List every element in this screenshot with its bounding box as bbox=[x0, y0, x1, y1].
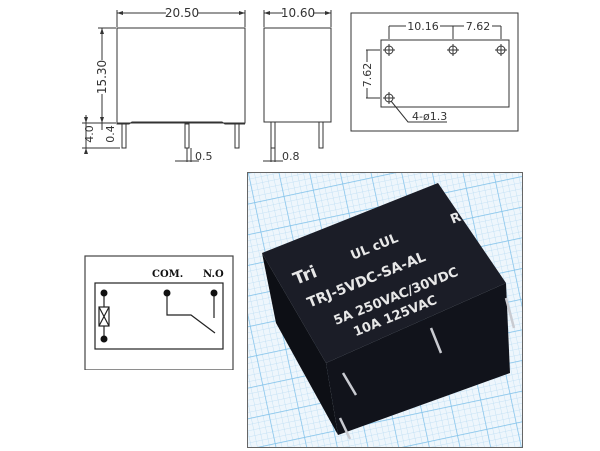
front-view-drawing: 20.50 15.30 4.0 0.4 0.5 bbox=[82, 6, 246, 163]
side-view-drawing: 10.60 0.8 bbox=[263, 6, 332, 163]
relay-body-outline bbox=[116, 27, 246, 124]
coil-terminal-top bbox=[100, 289, 108, 297]
pcb-footprint-outline bbox=[380, 39, 510, 108]
schematic-frame bbox=[84, 255, 234, 370]
dim-height-15-30: 15.30 bbox=[95, 60, 109, 94]
relay-outline bbox=[94, 282, 224, 350]
pcb-hole bbox=[383, 92, 395, 104]
pcb-frame bbox=[350, 12, 519, 132]
relay-front-face bbox=[326, 283, 510, 435]
relay-photo: Tri UL cUL R TRJ-5VDC-SA-AL 5A 250VAC/30… bbox=[247, 172, 523, 448]
side-body-outline bbox=[263, 27, 332, 123]
dim-vertical-7-62: 7.62 bbox=[361, 63, 374, 88]
pcb-hole bbox=[495, 44, 507, 56]
coil-terminal-bottom bbox=[100, 335, 108, 343]
com-label: COM. bbox=[152, 269, 183, 280]
dim-pin-thickness-0-8: 0.8 bbox=[282, 150, 300, 163]
dim-spacing-7-62: 7.62 bbox=[466, 20, 491, 33]
dim-pin-length-4-0: 4.0 bbox=[83, 125, 96, 143]
relay-pins bbox=[338, 297, 516, 440]
dim-width-20-50: 20.50 bbox=[165, 6, 199, 20]
no-terminal bbox=[210, 289, 218, 297]
wiring-schematic: COM. N.O bbox=[84, 255, 234, 370]
no-label: N.O bbox=[203, 269, 224, 280]
com-terminal bbox=[163, 289, 171, 297]
pcb-layout-drawing: 10.16 7.62 7.62 4-ø1.3 bbox=[350, 12, 519, 132]
dim-spacing-10-16: 10.16 bbox=[407, 20, 439, 33]
dim-standoff-0-4: 0.4 bbox=[104, 125, 117, 143]
dim-depth-10-60: 10.60 bbox=[281, 6, 315, 20]
relay-photo-illustration: Tri UL cUL R TRJ-5VDC-SA-AL 5A 250VAC/30… bbox=[248, 173, 522, 447]
pcb-hole bbox=[447, 44, 459, 56]
relay-top-face bbox=[262, 183, 506, 363]
dim-pin-width-0-5: 0.5 bbox=[195, 150, 213, 163]
hole-diameter-label: 4-ø1.3 bbox=[412, 110, 447, 123]
pcb-hole bbox=[383, 44, 395, 56]
